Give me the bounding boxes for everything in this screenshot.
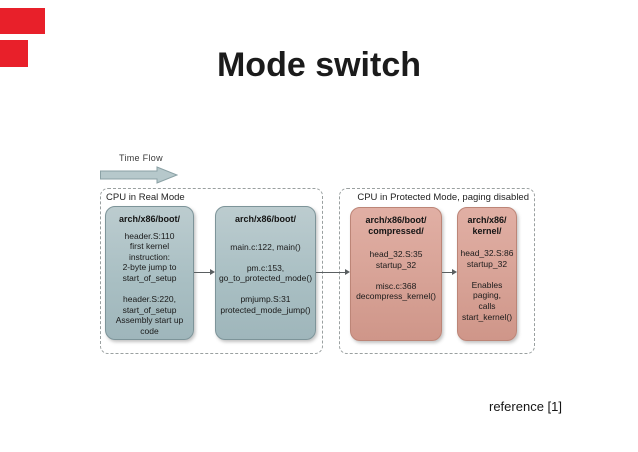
node-boot-compressed: arch/x86/boot/ compressed/ head_32.S:35 … bbox=[350, 207, 442, 341]
node-body: head_32.S:86 startup_32 Enables paging, … bbox=[460, 248, 514, 322]
flow-arrow-icon bbox=[442, 269, 457, 276]
node-body: head_32.S:35 startup_32 misc.c:368 decom… bbox=[356, 249, 436, 302]
flow-arrow-icon bbox=[194, 269, 215, 276]
node-kernel-startup: arch/x86/ kernel/ head_32.S:86 startup_3… bbox=[457, 207, 517, 341]
node-title: arch/x86/boot/ bbox=[234, 214, 297, 224]
node-title: arch/x86/ kernel/ bbox=[467, 215, 507, 236]
node-boot-main: arch/x86/boot/ main.c:122, main() pm.c:1… bbox=[215, 206, 316, 340]
slide-title: Mode switch bbox=[216, 46, 422, 84]
red-accent-bar-large bbox=[0, 8, 45, 34]
group-protected-mode: CPU in Protected Mode, paging disabled bbox=[339, 188, 535, 354]
time-flow-label: Time Flow bbox=[119, 153, 163, 163]
node-body: main.c:122, main() pm.c:153, go_to_prote… bbox=[218, 241, 313, 316]
node-body: header.S:110 first kernel instruction: 2… bbox=[115, 230, 184, 336]
node-title: arch/x86/boot/ compressed/ bbox=[365, 215, 427, 236]
group-real-mode-label: CPU in Real Mode bbox=[106, 192, 185, 203]
flow-arrow-icon bbox=[316, 269, 350, 276]
time-flow-arrow-icon bbox=[100, 166, 178, 184]
reference-note: reference [1] bbox=[489, 399, 562, 414]
group-real-mode: CPU in Real Mode bbox=[100, 188, 323, 354]
node-title: arch/x86/boot/ bbox=[118, 214, 181, 224]
node-boot-setup-asm: arch/x86/boot/ header.S:110 first kernel… bbox=[105, 206, 194, 340]
red-accent-bar-small bbox=[0, 40, 28, 67]
group-protected-mode-label: CPU in Protected Mode, paging disabled bbox=[357, 192, 529, 203]
